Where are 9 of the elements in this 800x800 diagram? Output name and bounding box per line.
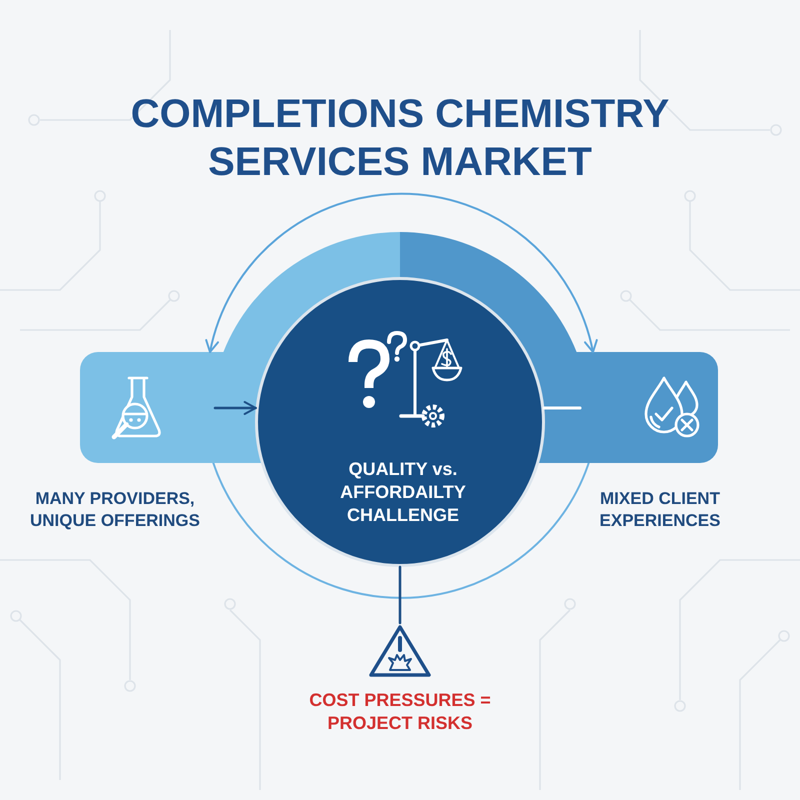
arrow [214,401,257,415]
node-label: MIXED CLIENT EXPERIENCES [598,488,722,532]
node-label: COST PRESSURES = PROJECT RISKS [308,689,492,735]
connector-line [398,566,402,624]
node-label: QUALITY vs. AFFORDAILTY CHALLENGE [339,458,467,527]
connector-line [542,406,582,410]
title: COMPLETIONS CHEMISTRY SERVICES MARKET [130,91,670,186]
node-label: MANY PROVIDERS, UNIQUE OFFERINGS [28,488,201,532]
curved-arrow [206,192,598,353]
